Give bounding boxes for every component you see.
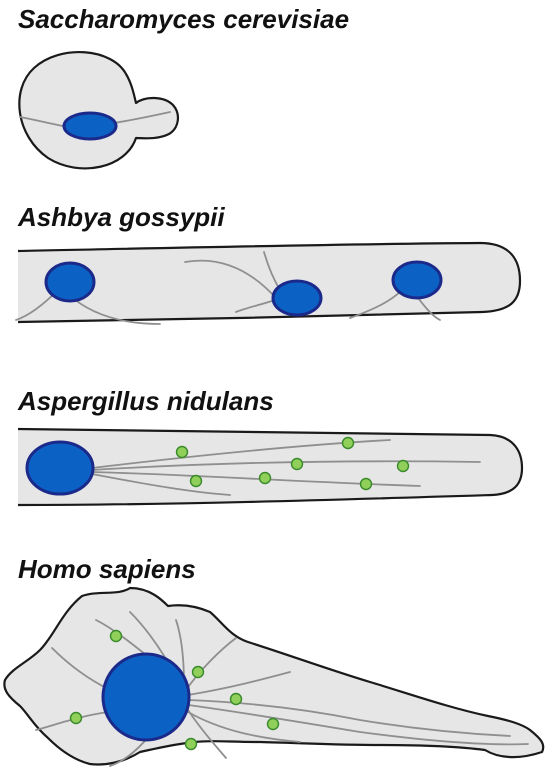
label-homo-sapiens: Homo sapiens [18,554,196,584]
yeast-cell-body [18,50,179,170]
aspergillus-vesicle-7 [396,459,410,473]
yeast-microtubule-right [113,111,171,124]
ashbya-microtubule-2c [235,299,276,313]
human-microtubule-9 [35,711,109,731]
human-nucleus [101,652,191,742]
human-vesicle-2 [191,665,205,679]
ashbya-microtubule-2a [184,259,276,298]
aspergillus-hypha [17,427,524,507]
human-microtubule-11 [187,711,301,743]
ashbya-hypha [15,241,522,325]
label-ashbya-gossypii: Ashbya gossypii [18,202,225,232]
ashbya-nucleus-2 [271,279,323,317]
ashbya-nucleus-3 [391,260,443,300]
aspergillus-microtubule-4 [91,473,231,496]
human-microtubule-4 [185,637,237,691]
human-vesicle-1 [109,629,123,643]
aspergillus-vesicle-3 [258,471,272,485]
human-microtubule-1 [187,704,529,746]
yeast-nucleus [62,111,118,141]
human-vesicle-4 [266,717,280,731]
aspergillus-vesicle-2 [189,474,203,488]
aspergillus-vesicle-1 [175,445,189,459]
human-microtubule-3 [187,671,291,696]
aspergillus-nucleus [25,440,95,496]
human-microtubule-8 [51,647,111,691]
human-vesicle-5 [69,711,83,725]
aspergillus-vesicle-6 [359,477,373,491]
aspergillus-microtubule-3 [91,471,421,487]
label-aspergillus-nidulans: Aspergillus nidulans [18,386,274,416]
human-cell [3,586,545,767]
ashbya-hypha-body [17,241,522,324]
label-saccharomyces-cerevisiae: Saccharomyces cerevisiae [18,4,350,34]
aspergillus-microtubule-2 [91,460,481,471]
aspergillus-microtubule-1 [91,439,391,469]
aspergillus-vesicle-4 [290,457,304,471]
human-vesicle-6 [184,737,198,751]
human-vesicle-3 [229,692,243,706]
ashbya-nucleus-1 [44,261,96,303]
yeast-cell [18,50,179,170]
aspergillus-vesicle-5 [341,436,355,450]
